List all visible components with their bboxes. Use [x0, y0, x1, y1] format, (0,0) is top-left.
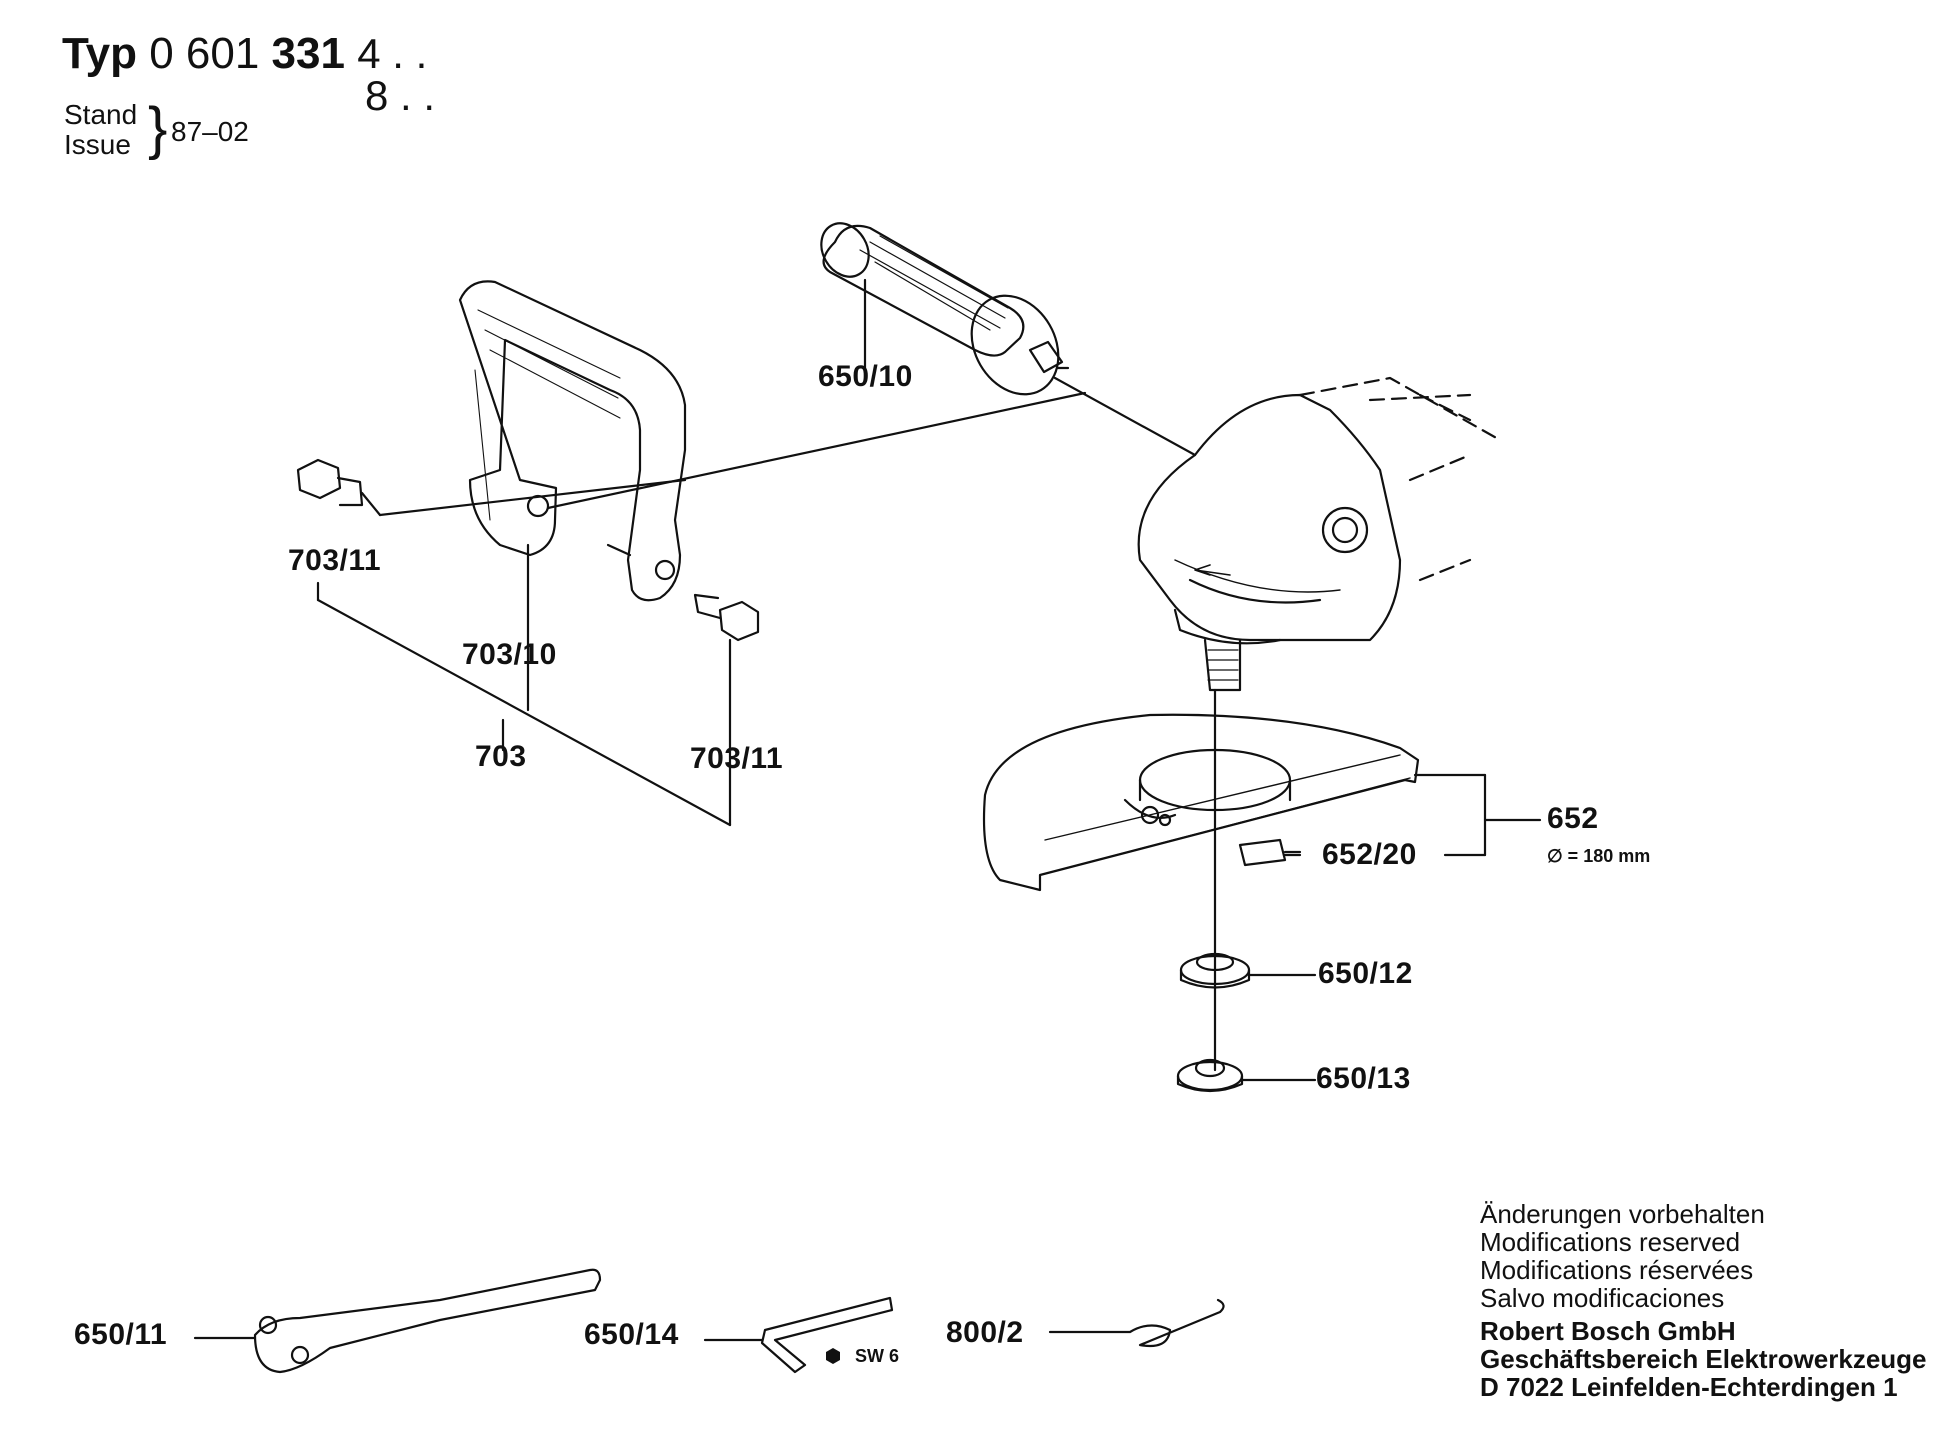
stand-issue-labels: Stand Issue	[64, 100, 137, 160]
part-label-703-10: 703/10	[462, 638, 557, 671]
hex-key-drawing	[703, 1296, 894, 1374]
typ-label: Typ	[62, 29, 137, 78]
part-label-650-12: 650/12	[1318, 957, 1413, 990]
brace-glyph: }	[148, 96, 168, 161]
flange-drawing	[1179, 952, 1251, 989]
part-label-703-11-right: 703/11	[690, 742, 784, 775]
issue-label: Issue	[64, 129, 131, 160]
note-line-3: Modifications réservées	[1480, 1255, 1754, 1285]
variant-1: 4 . .	[357, 30, 428, 77]
guard-drawing	[982, 713, 1420, 892]
type-header: Typ 0 601 331 4 . .	[62, 30, 427, 78]
part-label-800-2: 800/2	[946, 1316, 1024, 1349]
note-line-1: Änderungen vorbehalten	[1480, 1199, 1765, 1229]
right-leaders	[1240, 773, 1542, 1082]
type-number-a: 0 601	[149, 29, 260, 78]
pin-wrench-drawing	[193, 1268, 602, 1374]
part-label-703: 703	[475, 740, 527, 773]
screw-drawing	[1238, 838, 1302, 867]
company-name: Robert Bosch GmbH	[1480, 1316, 1736, 1346]
part-label-652-20: 652/20	[1322, 838, 1417, 871]
type-number-b: 331	[271, 29, 345, 78]
bracket-leaders	[316, 543, 732, 827]
part-label-650-13: 650/13	[1316, 1062, 1411, 1095]
nut-drawing	[1176, 1058, 1244, 1093]
grinder-body-drawing	[1137, 376, 1502, 692]
stand-label: Stand	[64, 99, 138, 130]
clip-drawing	[1048, 1298, 1225, 1348]
hex-size-label: SW 6	[855, 1346, 900, 1366]
leader-line-bracket	[546, 391, 1087, 510]
company-division: Geschäftsbereich Elektrowerkzeuge	[1480, 1344, 1927, 1374]
note-line-2: Modifications reserved	[1480, 1227, 1741, 1257]
part-label-650-14: 650/14	[584, 1318, 679, 1351]
part-label-703-11-left: 703/11	[288, 544, 382, 577]
issue-date: 87–02	[171, 116, 249, 147]
variant-2: 8 . .	[365, 72, 436, 119]
note-line-4: Salvo modificaciones	[1480, 1283, 1725, 1313]
part-label-650-11: 650/11	[74, 1318, 168, 1351]
bracket-handle-drawing	[458, 280, 687, 602]
part-label-652: 652	[1547, 802, 1599, 835]
side-handle-drawing	[820, 222, 1070, 396]
part-label-650-10: 650/10	[818, 360, 913, 393]
leader-line-handle	[1053, 376, 1197, 457]
hex-size-icon	[826, 1348, 840, 1364]
bolt-left-drawing	[296, 458, 382, 517]
company-address: D 7022 Leinfelden-Echterdingen 1	[1480, 1372, 1898, 1402]
bolt-right-drawing	[693, 593, 760, 827]
guard-diameter: ∅ = 180 mm	[1547, 846, 1651, 866]
